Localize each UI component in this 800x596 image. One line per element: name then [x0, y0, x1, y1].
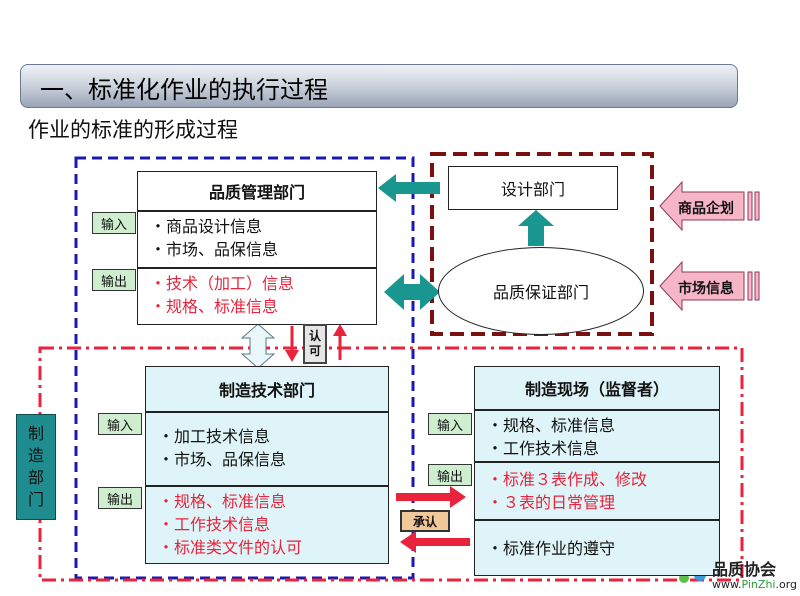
blue-dashed-region — [74, 156, 415, 580]
mfg-site-output-lines: ・标准３表作成、修改 ・３表的日常管理 — [475, 463, 719, 514]
quality-mgmt-output-line: ・技术（加工）信息 — [150, 274, 295, 293]
mfg-dept-char: 部 — [27, 468, 44, 487]
approval-small-char1: 认 — [308, 329, 321, 343]
quality-mgmt-output-box: ・技术（加工）信息 ・规格、标准信息 — [137, 268, 377, 325]
red-right-arrow-head — [450, 486, 466, 508]
mfg-dept-char: 制 — [27, 424, 44, 443]
quality-mgmt-output-line: ・规格、标准信息 — [150, 297, 279, 316]
mfg-site-bottom-line: ・标准作业的遵守 — [487, 539, 616, 558]
mfg-dept-side-label: 制 造 部 门 — [16, 414, 56, 520]
mfg-tech-input-line: ・加工技术信息 — [158, 427, 271, 446]
logo-url-suffix: .org — [775, 578, 798, 591]
mfg-site-input-tag: 输入 — [428, 413, 472, 435]
mfg-tech-input-line: ・市场、品保信息 — [158, 450, 287, 469]
mfg-tech-output-line: ・标准类文件的认可 — [158, 538, 303, 557]
quality-mgmt-header: 品质管理部门 — [137, 171, 377, 211]
pink-arrow-market-bar2 — [754, 271, 760, 301]
logo-url-prefix: www. — [712, 578, 742, 591]
logo-url-brand: PinZhi — [741, 578, 776, 591]
mfg-dept-char: 造 — [27, 446, 44, 465]
mfg-dept-char: 门 — [27, 490, 44, 509]
red-down-arrow-head — [285, 350, 299, 362]
approval-small-char2: 可 — [308, 344, 321, 358]
pink-arrow-market-bar1 — [747, 271, 753, 301]
approval-small-box: 认 可 — [303, 324, 327, 364]
page-subtitle: 作业的标准的形成过程 — [28, 118, 238, 142]
mfg-tech-output-line: ・规格、标准信息 — [158, 492, 287, 511]
quality-mgmt-input-box: ・商品设计信息 ・市场、品保信息 — [137, 211, 377, 268]
red-left-arrow-head — [400, 531, 416, 553]
quality-mgmt-output-tag: 输出 — [92, 269, 136, 291]
arrow-quality-mfgtech-bidir — [240, 323, 276, 369]
pink-arrow-planning-bar1 — [747, 191, 753, 221]
title-bar — [20, 64, 738, 108]
logo-url: www.PinZhi.org — [712, 578, 797, 591]
mfg-site-bottom-lines: ・标准作业的遵守 — [475, 521, 719, 560]
mfg-tech-output-box: ・规格、标准信息 ・工作技术信息 ・标准类文件的认可 — [145, 486, 389, 564]
mfg-site-input-lines: ・规格、标准信息 ・工作技术信息 — [475, 411, 719, 460]
quality-mgmt-input-tag: 输入 — [92, 212, 136, 234]
pink-arrow-planning-bar2 — [754, 191, 760, 221]
approval-box: 承认 — [400, 510, 450, 532]
mfg-site-input-line: ・规格、标准信息 — [487, 416, 616, 435]
red-up-arrow-head — [333, 324, 347, 336]
mfg-site-input-box: ・规格、标准信息 ・工作技术信息 — [474, 410, 720, 462]
arrow-qa-to-design — [518, 210, 554, 246]
mfg-site-output-box: ・标准３表作成、修改 ・３表的日常管理 — [474, 462, 720, 520]
qa-dept-ellipse: 品质保证部门 — [438, 247, 644, 335]
quality-mgmt-output-lines: ・技术（加工）信息 ・规格、标准信息 — [138, 269, 376, 318]
mfg-tech-output-lines: ・规格、标准信息 ・工作技术信息 ・标准类文件的认可 — [146, 487, 388, 559]
red-left-arrow-body — [414, 538, 470, 546]
quality-mgmt-input-lines: ・商品设计信息 ・市场、品保信息 — [138, 212, 376, 261]
mfg-tech-input-box: ・加工技术信息 ・市场、品保信息 — [145, 412, 389, 486]
mfg-site-bottom-box: ・标准作业的遵守 — [474, 520, 720, 576]
pink-arrow-market — [659, 260, 745, 312]
mfg-tech-header: 制造技术部门 — [145, 366, 389, 412]
mfg-site-input-line: ・工作技术信息 — [487, 439, 600, 458]
mfg-tech-output-tag: 输出 — [98, 487, 142, 509]
market-info-label: 市场信息 — [678, 281, 734, 297]
mfg-site-output-tag: 输出 — [428, 464, 472, 486]
product-planning-label: 商品企划 — [678, 201, 734, 217]
logo-name: 品质协会 — [712, 560, 777, 579]
mfg-site-output-line: ・３表的日常管理 — [487, 493, 616, 512]
arrow-quality-qa-bidir — [384, 274, 440, 310]
mfg-tech-input-lines: ・加工技术信息 ・市场、品保信息 — [146, 413, 388, 471]
mfg-tech-input-tag: 输入 — [98, 413, 142, 435]
qa-dept-label: 品质保证部门 — [492, 283, 589, 302]
pink-arrow-planning — [659, 180, 745, 232]
quality-mgmt-input-line: ・商品设计信息 — [150, 217, 263, 236]
design-dept-box: 设计部门 — [448, 166, 618, 210]
quality-mgmt-input-line: ・市场、品保信息 — [150, 240, 279, 259]
red-dashdot-region — [38, 346, 744, 582]
mfg-site-header: 制造现场（监督者） — [474, 366, 720, 410]
mfg-tech-output-line: ・工作技术信息 — [158, 515, 271, 534]
arrow-design-to-quality — [378, 174, 440, 202]
red-right-arrow-body — [396, 493, 452, 501]
page-title: 一、标准化作业的执行过程 — [40, 76, 328, 104]
mfg-site-output-line: ・标准３表作成、修改 — [487, 470, 648, 489]
